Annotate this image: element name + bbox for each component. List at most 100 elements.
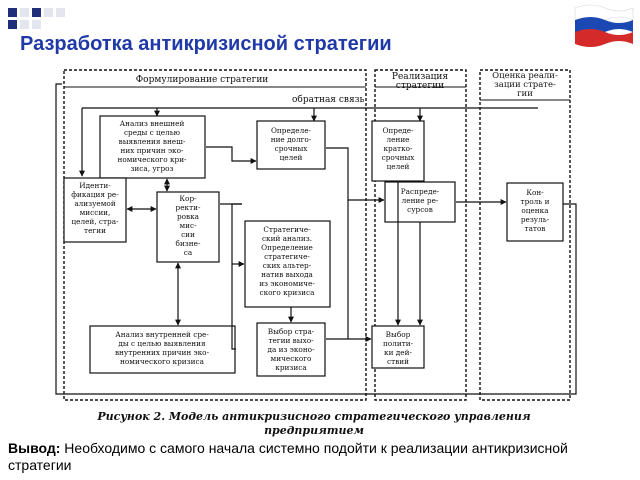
stage-header-lines (64, 86, 570, 101)
box-policy-label: ствий (387, 357, 409, 366)
box-strategy-choice-label: тегии выхо- (268, 336, 314, 345)
conclusion-label: Вывод: (8, 440, 61, 456)
diagram-boxes (63, 115, 564, 377)
box-long-term-goals-label: ние долго- (271, 135, 312, 144)
box-short-term-goals-label: ление (387, 135, 410, 144)
box-mission-label: миссии, (80, 208, 111, 217)
box-control-label: татов (525, 224, 546, 233)
box-mission-label: ализуемой (74, 199, 116, 208)
feedback-loop (55, 83, 577, 395)
box-resources-label: ление ре- (402, 196, 439, 205)
decor-square (44, 8, 53, 17)
box-strategy-choice-label: Выбор стра- (268, 327, 315, 336)
box-long-term-goals-label: целей (280, 153, 303, 162)
box-external-analysis-label: номического кри- (117, 155, 187, 164)
anti-crisis-strategy-diagram: Формулирование стратегии Реализация стра… (55, 69, 577, 437)
box-correction (156, 191, 220, 263)
box-external-analysis-label: зиса, угроз (130, 164, 173, 173)
box-mission-label: Иденти- (79, 181, 111, 190)
box-correction-label: бизне- (176, 239, 201, 248)
box-policy-label: Выбор (386, 330, 411, 339)
formulation-frame (63, 69, 367, 401)
box-strategic-analysis-label: стратегиче- (264, 252, 310, 261)
box-short-term-goals-label: срочных (382, 153, 416, 162)
conclusion-body: Необходимо с самого начала системно подо… (8, 440, 568, 473)
decor-square (8, 8, 17, 17)
box-control-label: оценка (521, 206, 549, 215)
evaluation-frame (479, 69, 571, 401)
box-strategy-choice-label: да из эконо- (267, 345, 315, 354)
box-control-label: резуль- (521, 215, 550, 224)
box-strategic-analysis-label: натив выхода (261, 270, 313, 279)
box-correction-label: Кор- (179, 194, 197, 203)
figure-caption: Рисунок 2. Модель антикризисного стратег… (96, 410, 530, 423)
box-policy-label: ки дей- (384, 348, 412, 357)
decor-square (20, 20, 29, 29)
box-correction-label: сии (181, 230, 195, 239)
box-internal-analysis-label: Анализ внутренней сре- (115, 330, 209, 339)
conclusion-text: Вывод: Необходимо с самого начала систем… (8, 440, 628, 474)
box-strategic-analysis-label: Стратегиче- (263, 225, 311, 234)
feedback-label: обратная связь (292, 94, 365, 105)
box-correction-label: ровка (177, 212, 200, 221)
russian-flag-icon (574, 4, 634, 47)
box-short-term-goals-label: Опреде- (382, 126, 414, 135)
decor-square (20, 8, 29, 17)
box-strategy-choice (256, 322, 326, 377)
box-external-analysis-label: среды с целью (124, 128, 181, 137)
stage-formulation-label: Формулирование стратегии (136, 75, 269, 85)
box-external-analysis (99, 115, 206, 179)
box-strategy-choice-label: мического (271, 354, 313, 363)
decor-square (32, 8, 41, 17)
box-strategic-analysis-label: ского кризиса (260, 288, 316, 297)
box-strategic-analysis-label: ский анализ. (262, 234, 312, 243)
box-mission-label: фикация ре- (71, 190, 119, 199)
box-strategic-analysis-label: Определение (261, 243, 313, 252)
decor-square (56, 8, 65, 17)
box-resources-label: Распреде- (401, 187, 440, 196)
box-control-label: Кон- (526, 188, 544, 197)
box-short-term-goals-label: целей (387, 162, 410, 171)
box-labels: Анализ внешней среды с целью выявления в… (71, 119, 549, 372)
box-correction-label: ректи- (176, 203, 201, 212)
box-long-term-goals-label: срочных (275, 144, 309, 153)
box-short-term-goals (371, 120, 425, 182)
box-policy (371, 325, 425, 369)
box-internal-analysis-label: номического кризиса (120, 357, 205, 366)
box-mission-label: целей, стра- (71, 217, 119, 226)
box-resources-label: сурсов (407, 205, 433, 214)
stage-implementation-label: стратегии (396, 81, 444, 91)
stage-evaluation-label: зации страте- (494, 80, 556, 90)
decor-square (32, 20, 41, 29)
stage-implementation-label: Реализация (392, 72, 449, 82)
box-internal-analysis-label: внутренних причин эко- (115, 348, 210, 357)
box-control (506, 182, 564, 242)
figure-caption: предприятием (264, 424, 364, 437)
box-mission (63, 177, 127, 243)
stage-evaluation-label: Оценка реали- (492, 71, 558, 81)
box-external-analysis-label: Анализ внешней (120, 119, 185, 128)
box-control-label: троль и (521, 197, 550, 206)
box-correction-label: са (184, 248, 193, 257)
connector (206, 146, 257, 164)
box-internal-analysis-label: ды с целью выявления (118, 339, 206, 348)
box-short-term-goals-label: кратко- (383, 144, 413, 153)
feedback-line (55, 83, 577, 395)
box-long-term-goals-label: Определе- (271, 126, 312, 135)
box-strategy-choice-label: кризиса (275, 363, 307, 372)
box-external-analysis-label: них причин эко- (121, 146, 184, 155)
box-external-analysis-label: выявления внеш- (119, 137, 186, 146)
implementation-frame (374, 69, 467, 401)
box-resources (384, 181, 456, 223)
connector (326, 147, 385, 203)
box-strategic-analysis-label: из экономиче- (259, 279, 315, 288)
slide-title: Разработка антикризисной стратегии (20, 33, 392, 55)
box-strategic-analysis (244, 220, 331, 308)
box-policy-label: полити- (383, 339, 414, 348)
box-correction-label: мис- (179, 221, 197, 230)
connectors (126, 146, 507, 350)
decor-square (8, 20, 17, 29)
box-mission-label: тегии (84, 226, 106, 235)
stage-evaluation-label: гии (517, 89, 533, 99)
box-internal-analysis (89, 325, 236, 374)
